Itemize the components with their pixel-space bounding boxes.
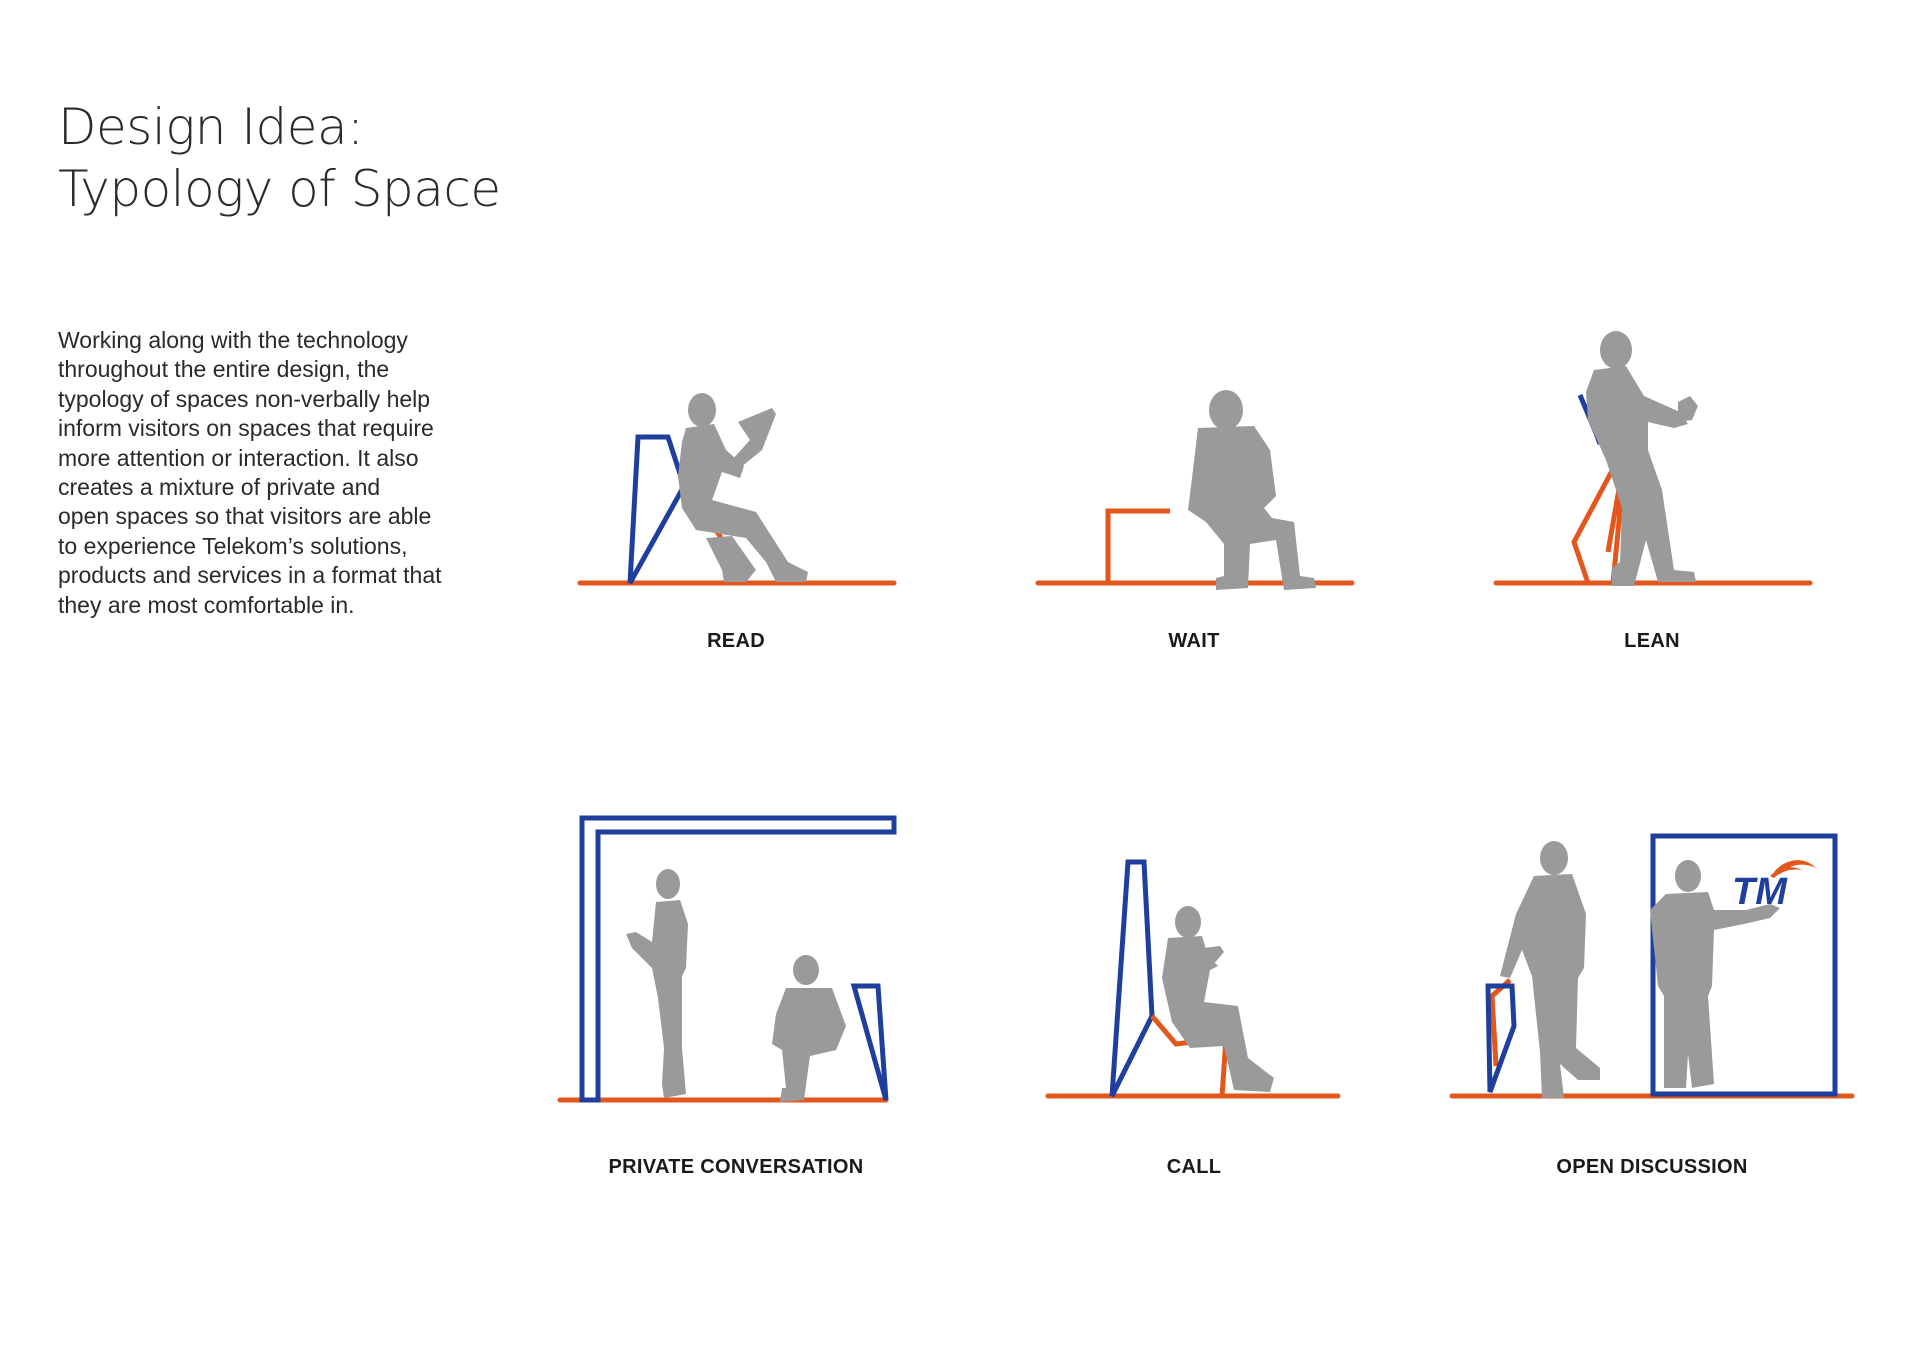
presenter-silhouette: [1650, 860, 1780, 1088]
tm-logo-icon: TM: [1732, 860, 1816, 913]
typology-label-open-discussion: OPEN DISCUSSION: [1556, 1156, 1748, 1178]
person-reading-on-chair-icon: [577, 393, 897, 586]
typology-wait: WAIT: [994, 300, 1394, 680]
typology-label-call: CALL: [1166, 1156, 1222, 1178]
high-back-chair-frame: [1109, 859, 1155, 1098]
page-title: Design Idea: Typology of Space: [58, 96, 501, 220]
bench-block: [1105, 508, 1170, 583]
description-line: to experience Telekom’s solutions,: [58, 532, 408, 559]
booth-canopy-frame: [579, 815, 897, 1103]
small-chair-back: [850, 983, 889, 1101]
description-line: open spaces so that visitors are able: [58, 503, 432, 530]
typology-call: CALL: [994, 818, 1394, 1198]
typology-lean: LEAN: [1452, 300, 1852, 680]
phone-caller-silhouette: [1162, 906, 1274, 1092]
standing-woman-silhouette: [626, 869, 688, 1098]
private-booth-conversation-icon: [557, 815, 897, 1103]
title-line-1: Design Idea:: [58, 98, 364, 156]
description-line: products and services in a format that: [58, 562, 442, 589]
presenter-at-screen-icon: TM: [1449, 833, 1855, 1099]
sitting-man-silhouette: [772, 955, 846, 1102]
description-line: more attention or interaction. It also: [58, 444, 419, 471]
description-line: Working along with the technology: [58, 327, 408, 353]
description-line: typology of spaces non-verbally help: [58, 385, 431, 412]
listener-silhouette: [1500, 841, 1600, 1098]
typology-label-wait: WAIT: [1168, 630, 1220, 652]
typology-label-lean: LEAN: [1624, 630, 1680, 652]
leaning-person-silhouette: [1586, 331, 1698, 586]
typology-read: READ: [536, 300, 936, 680]
waiting-person-silhouette: [1188, 390, 1316, 590]
title-line-2: Typology of Space: [58, 160, 501, 218]
description-paragraph: Working along with the technology throug…: [58, 326, 498, 620]
description-line: they are most comfortable in.: [58, 591, 355, 618]
lean-rest-front: [1571, 450, 1625, 584]
typology-open-discussion: TM OPEN DISCUSSION: [1449, 818, 1855, 1198]
tm-logo-text: TM: [1732, 871, 1788, 913]
person-leaning-on-rest-icon: [1493, 331, 1813, 586]
description-line: creates a mixture of private and: [58, 474, 381, 501]
typology-private-conversation: PRIVATE CONVERSATION: [536, 815, 936, 1198]
reader-silhouette: [678, 393, 808, 582]
typology-label-read: READ: [707, 630, 765, 652]
display-board-frame: [1650, 833, 1838, 1097]
chair-back-frame: [627, 434, 687, 585]
typology-label-private-conversation: PRIVATE CONVERSATION: [608, 1156, 864, 1178]
person-sitting-on-bench-icon: [1035, 390, 1355, 590]
lean-rest-orange: [1489, 978, 1512, 1067]
description-line: inform visitors on spaces that require: [58, 415, 434, 442]
person-on-phone-in-high-back-chair-icon: [1045, 859, 1341, 1099]
description-line: throughout the entire design, the: [58, 356, 390, 383]
lean-rest-frame: [1485, 983, 1517, 1093]
